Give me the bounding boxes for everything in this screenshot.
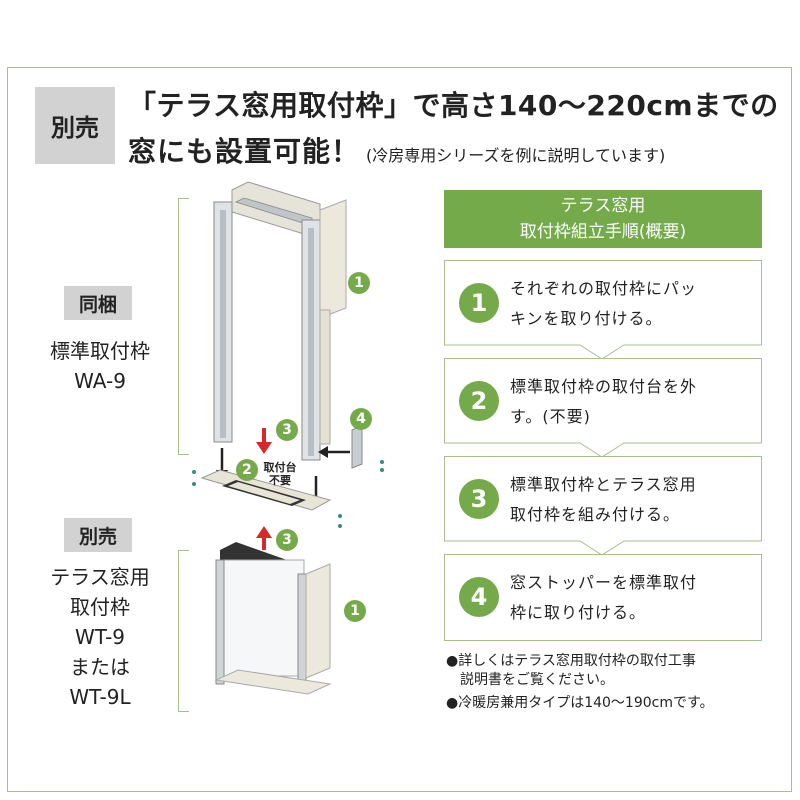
diagram-callout-3-bottom: 3 bbox=[276, 529, 298, 551]
step-2: 2 標準取付枠の取付台を外 す。(不要) bbox=[444, 358, 762, 458]
diagram-callout-1-top: 1 bbox=[348, 272, 370, 294]
steps-title-line2: 取付枠組立手順(概要) bbox=[519, 222, 687, 242]
step-number: 4 bbox=[459, 577, 499, 617]
steps-title-line1: テラス窓用 bbox=[560, 196, 646, 216]
bundled-frame-name: 標準取付枠 bbox=[50, 339, 150, 363]
headline-line2: 窓にも設置可能！ (冷房専用シリーズを例に説明しています) bbox=[128, 130, 665, 170]
sold-bracket bbox=[178, 550, 189, 712]
bundled-bracket bbox=[178, 198, 189, 455]
terrace-frame-illustration bbox=[214, 542, 332, 695]
sold-frame-label: テラス窓用 取付枠 WT-9 または WT-9L bbox=[30, 562, 170, 712]
step-number: 2 bbox=[459, 381, 499, 421]
sold-separately-tag: 別売 bbox=[35, 87, 115, 164]
assembly-diagram bbox=[192, 181, 384, 695]
step-text-line2: キンを取り付ける。 bbox=[510, 309, 663, 328]
step-text: 標準取付枠の取付台を外 す。(不要) bbox=[510, 372, 750, 432]
headline-line1: 「テラス窓用取付枠」で高さ140〜220cmまでの bbox=[128, 89, 779, 122]
step-text: それぞれの取付枠にパッ キンを取り付ける。 bbox=[510, 274, 750, 334]
step-text: 窓ストッパーを標準取付 枠に取り付ける。 bbox=[510, 568, 750, 628]
mounting-base-illustration bbox=[192, 469, 342, 528]
step-number: 1 bbox=[459, 283, 499, 323]
steps-title: テラス窓用 取付枠組立手順(概要) bbox=[444, 190, 762, 248]
headline-main: 窓にも設置可能！ bbox=[128, 135, 361, 168]
step-text-line1: 窓ストッパーを標準取付 bbox=[510, 573, 698, 592]
window-stopper-illustration bbox=[351, 425, 384, 472]
step-text-line2: す。(不要) bbox=[510, 407, 591, 426]
step-3: 3 標準取付枠とテラス窓用 取付枠を組み付ける。 bbox=[444, 456, 762, 556]
step-text-line1: 標準取付枠の取付台を外 bbox=[510, 377, 698, 396]
step-1: 1 それぞれの取付枠にパッ キンを取り付ける。 bbox=[444, 260, 762, 360]
diagram-callout-2: 2 bbox=[236, 459, 258, 481]
diagram-note-line2: 不要 bbox=[269, 474, 291, 487]
step-number: 3 bbox=[459, 479, 499, 519]
diagram-callout-3-top: 3 bbox=[276, 419, 298, 441]
step-box bbox=[444, 358, 762, 458]
bundled-frame-model: WA-9 bbox=[74, 369, 126, 393]
standard-frame-illustration bbox=[213, 181, 347, 461]
step-text-line1: それぞれの取付枠にパッ bbox=[510, 279, 698, 298]
diagram-note: 取付台 不要 bbox=[258, 461, 302, 487]
step-box bbox=[444, 260, 762, 360]
bundled-tag: 同梱 bbox=[64, 286, 132, 320]
bundled-frame-label: 標準取付枠 WA-9 bbox=[30, 336, 170, 396]
step-box bbox=[444, 456, 762, 556]
step-text-line2: 枠に取り付ける。 bbox=[510, 603, 647, 622]
note-1: ●詳しくはテラス窓用取付枠の取付工事 説明書をご覧ください。 bbox=[446, 652, 776, 690]
sold-frame-name1: テラス窓用 bbox=[50, 565, 150, 589]
note-1-line2: 説明書をご覧ください。 bbox=[460, 672, 614, 688]
diagram-note-line1: 取付台 bbox=[263, 461, 297, 474]
diagram-callout-1-bottom: 1 bbox=[344, 600, 366, 622]
sold-frame-name2: 取付枠 bbox=[70, 595, 130, 619]
step-text-line1: 標準取付枠とテラス窓用 bbox=[510, 475, 697, 494]
sold-tag: 別売 bbox=[64, 518, 132, 552]
step-text-line2: 取付枠を組み付ける。 bbox=[510, 505, 681, 524]
sold-frame-or: または bbox=[70, 655, 130, 679]
step-4: 4 窓ストッパーを標準取付 枠に取り付ける。 bbox=[444, 554, 762, 642]
sold-frame-model2: WT-9L bbox=[69, 685, 131, 709]
note-2: ●冷暖房兼用タイプは140〜190cmです。 bbox=[446, 695, 714, 711]
diagram-callout-4: 4 bbox=[350, 408, 372, 430]
step-text: 標準取付枠とテラス窓用 取付枠を組み付ける。 bbox=[510, 470, 750, 530]
note-1-line1: ●詳しくはテラス窓用取付枠の取付工事 bbox=[446, 653, 696, 669]
headline-note: (冷房専用シリーズを例に説明しています) bbox=[366, 146, 666, 165]
sold-frame-model1: WT-9 bbox=[74, 625, 126, 649]
